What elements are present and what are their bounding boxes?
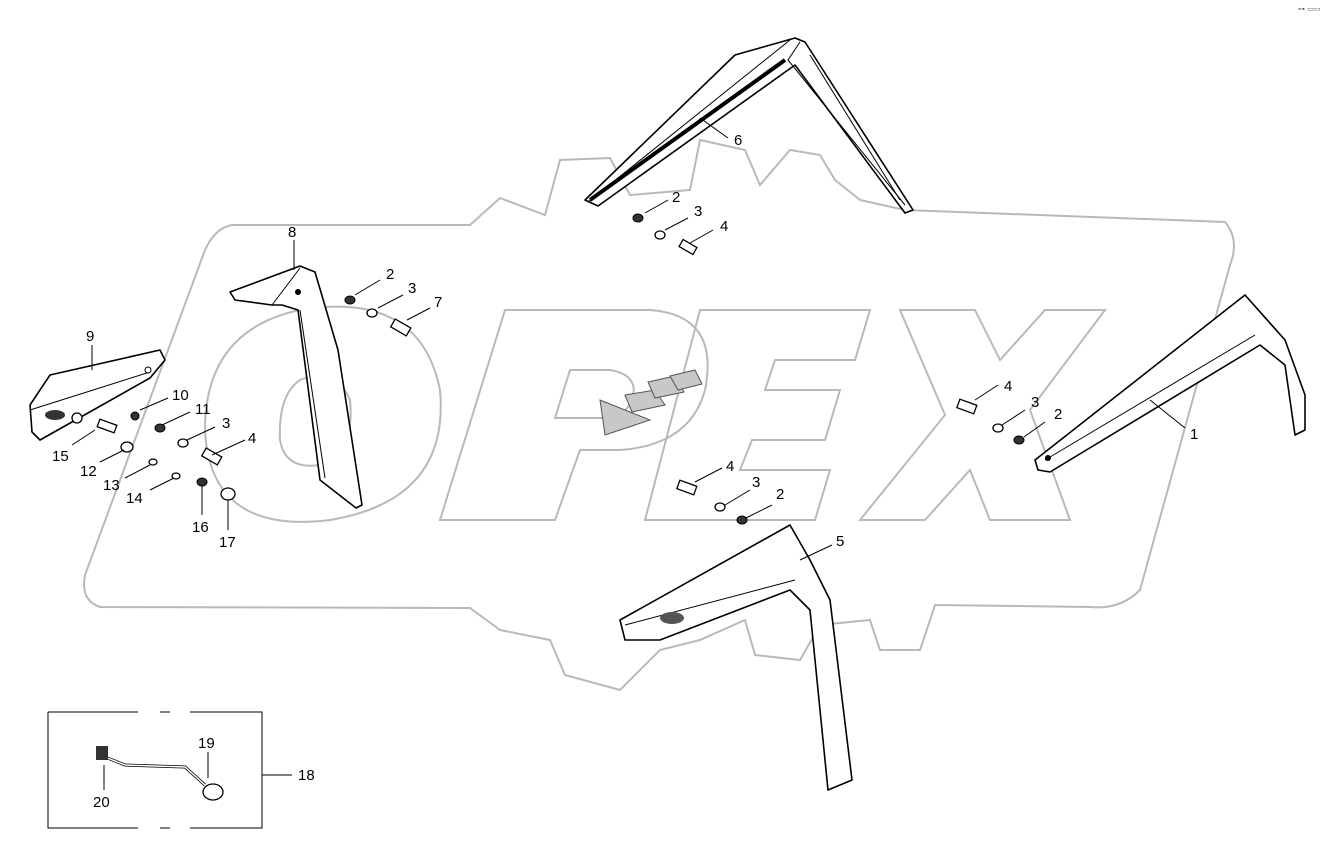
hardware-bracket [344, 295, 412, 337]
hardware-top [632, 213, 698, 256]
label-9: 9 [86, 328, 94, 345]
lamp-housing-part-9 [29, 349, 166, 441]
label-top-3: 3 [694, 203, 702, 220]
label-right-2: 2 [1054, 406, 1062, 423]
label-top-2: 2 [672, 189, 680, 206]
fender-center-part-5 [619, 524, 853, 791]
label-left-4: 4 [248, 430, 256, 447]
label-5: 5 [836, 533, 844, 550]
label-right-4: 4 [1004, 378, 1012, 395]
label-6: 6 [734, 132, 742, 149]
corner-mark: ⊶ ▭▭ [1298, 5, 1320, 13]
callout-labels: 6 2 3 4 8 2 3 7 9 10 11 3 4 15 12 13 14 … [52, 132, 1198, 811]
label-center-3: 3 [752, 474, 760, 491]
label-8: 8 [288, 224, 296, 241]
hardware-lamp [71, 411, 236, 501]
label-right-3: 3 [1031, 394, 1039, 411]
label-14: 14 [126, 490, 143, 507]
label-16: 16 [192, 519, 209, 536]
label-17: 17 [219, 534, 236, 551]
label-mid-2: 2 [386, 266, 394, 283]
label-20: 20 [93, 794, 110, 811]
direction-arrow [599, 369, 703, 436]
label-1: 1 [1190, 426, 1198, 443]
label-left-3: 3 [222, 415, 230, 432]
fender-top-part-6 [584, 37, 914, 214]
bracket-part-8 [229, 265, 363, 509]
label-15: 15 [52, 448, 69, 465]
label-top-4: 4 [720, 218, 728, 235]
label-19: 19 [198, 735, 215, 752]
label-center-2: 2 [776, 486, 784, 503]
label-18: 18 [298, 767, 315, 784]
hardware-right [955, 398, 1025, 445]
label-11: 11 [195, 401, 211, 418]
label-12: 12 [80, 463, 97, 480]
watermark-logo [83, 138, 1235, 692]
label-10: 10 [172, 387, 189, 404]
label-mid-3: 3 [408, 280, 416, 297]
label-7: 7 [434, 294, 442, 311]
harness-box-part-18 [47, 711, 292, 829]
leader-lines [71, 117, 1186, 790]
fender-right-part-1 [1034, 294, 1306, 473]
label-center-4: 4 [726, 458, 734, 475]
label-13: 13 [103, 477, 120, 494]
hardware-center [675, 479, 748, 525]
